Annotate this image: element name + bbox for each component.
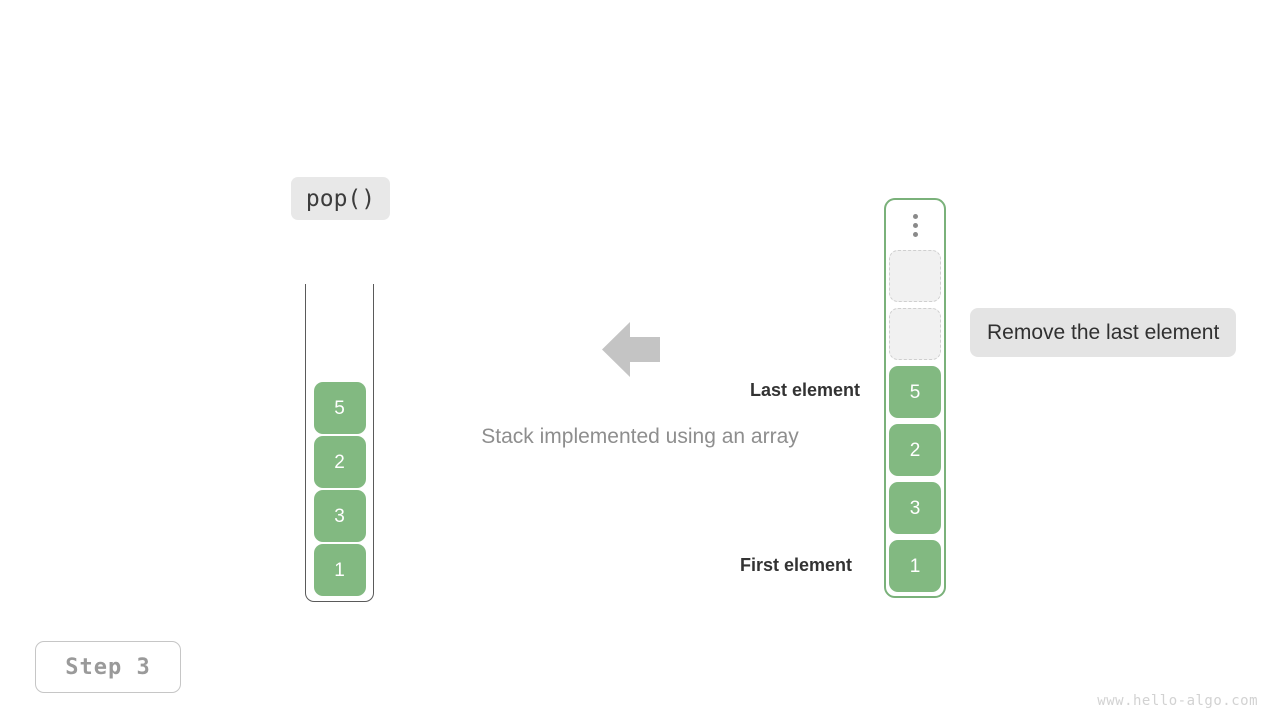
ellipsis-dot [912, 214, 918, 219]
step-badge-label: Step 3 [65, 654, 151, 680]
array-backing-view: 5 2 3 1 [884, 198, 946, 598]
stack-cell: 2 [313, 436, 366, 488]
annotation-first-element: First element [739, 555, 852, 575]
diagram-caption: Stack implemented using an array [0, 425, 1280, 449]
ellipsis-dot [912, 232, 918, 237]
tooltip-remove-last-element: Remove the last element [970, 308, 1237, 357]
array-cell: 2 [889, 424, 941, 476]
array-cell: 5 [889, 366, 941, 418]
array-empty-slot [889, 308, 941, 360]
arrow-left-icon [601, 318, 661, 381]
array-empty-slot [889, 250, 941, 302]
stack-cell: 3 [313, 490, 366, 542]
watermark: www.hello-algo.com [1097, 693, 1258, 709]
ellipsis-dot [912, 223, 918, 228]
stack-cell: 5 [313, 382, 366, 434]
array-cell-list: 5 2 3 1 [886, 250, 944, 592]
array-cell: 1 [889, 540, 941, 592]
step-badge: Step 3 [35, 641, 181, 693]
diagram-caption-text: Stack implemented using an array [481, 425, 799, 448]
array-cell: 3 [889, 482, 941, 534]
vertical-ellipsis-icon [886, 214, 944, 237]
operation-label-text: pop() [305, 185, 376, 212]
annotation-last-element: Last element [749, 380, 860, 400]
tooltip-text: Remove the last element [987, 320, 1220, 344]
stack-cell: 1 [313, 544, 366, 596]
operation-label: pop() [291, 177, 390, 220]
